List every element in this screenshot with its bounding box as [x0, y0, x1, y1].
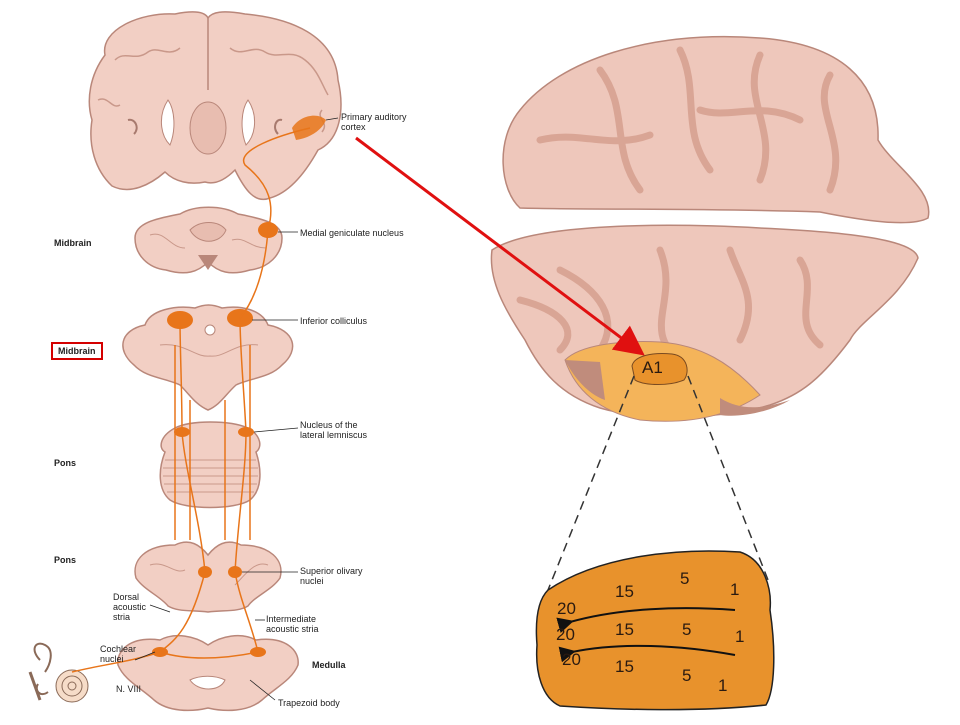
- label-inferior-colliculus: Inferior colliculus: [300, 316, 368, 326]
- label-midbrain-highlighted: Midbrain: [51, 342, 103, 360]
- tonotopic-value: 15: [615, 657, 634, 676]
- section-mgn: [134, 206, 283, 274]
- tonotopic-value: 1: [718, 676, 728, 695]
- label-primary-auditory-cortex: Primary auditory cortex: [341, 112, 407, 132]
- label-trapezoid-body: Trapezoid body: [278, 698, 340, 708]
- label-midbrain: Midbrain: [54, 238, 92, 248]
- lateral-brain-lower: [490, 224, 919, 422]
- leader-lines: [134, 117, 339, 701]
- tonotopic-value: 5: [682, 620, 692, 639]
- projection-dashed-lines: [547, 375, 771, 591]
- tonotopic-value: 15: [615, 620, 634, 639]
- section-pons-lower: [134, 541, 282, 613]
- tonotopic-value: 20: [556, 625, 575, 644]
- label-medial-geniculate: Medial geniculate nucleus: [300, 228, 404, 238]
- label-intermediate-acoustic-stria: Intermediate acoustic stria: [266, 614, 319, 634]
- label-medulla: Medulla: [312, 660, 346, 670]
- tonotopic-value: 5: [680, 569, 690, 588]
- tonotopic-value: 15: [615, 582, 634, 601]
- label-pons-lower: Pons: [54, 555, 77, 565]
- auditory-pathway-lines: [71, 127, 311, 673]
- tonotopic-map: [535, 550, 775, 711]
- label-dorsal-acoustic-stria: Dorsal acoustic stria: [113, 592, 147, 622]
- tonotopic-value: 1: [730, 580, 740, 599]
- red-arrow: [355, 136, 645, 356]
- label-a1: A1: [642, 358, 663, 377]
- section-medulla: [117, 634, 299, 712]
- tonotopic-value: 5: [682, 666, 692, 685]
- label-superior-olivary: Superior olivary nuclei: [300, 566, 363, 586]
- label-pons-upper: Pons: [54, 458, 77, 468]
- coronal-brain-section: [88, 11, 342, 201]
- tonotopic-value: 20: [562, 650, 581, 669]
- tonotopic-value: 1: [735, 627, 745, 646]
- cochlea: [28, 642, 89, 703]
- lateral-brain-upper: [502, 35, 930, 224]
- label-cochlear-nuclei: Cochlear nuclei: [100, 644, 137, 664]
- label-n-viii: N. VIII: [116, 684, 142, 694]
- section-inferior-colliculus: [122, 304, 294, 411]
- tonotopic-value: 20: [557, 599, 576, 618]
- label-nucleus-lateral-lemniscus: Nucleus of the lateral lemniscus: [300, 420, 368, 440]
